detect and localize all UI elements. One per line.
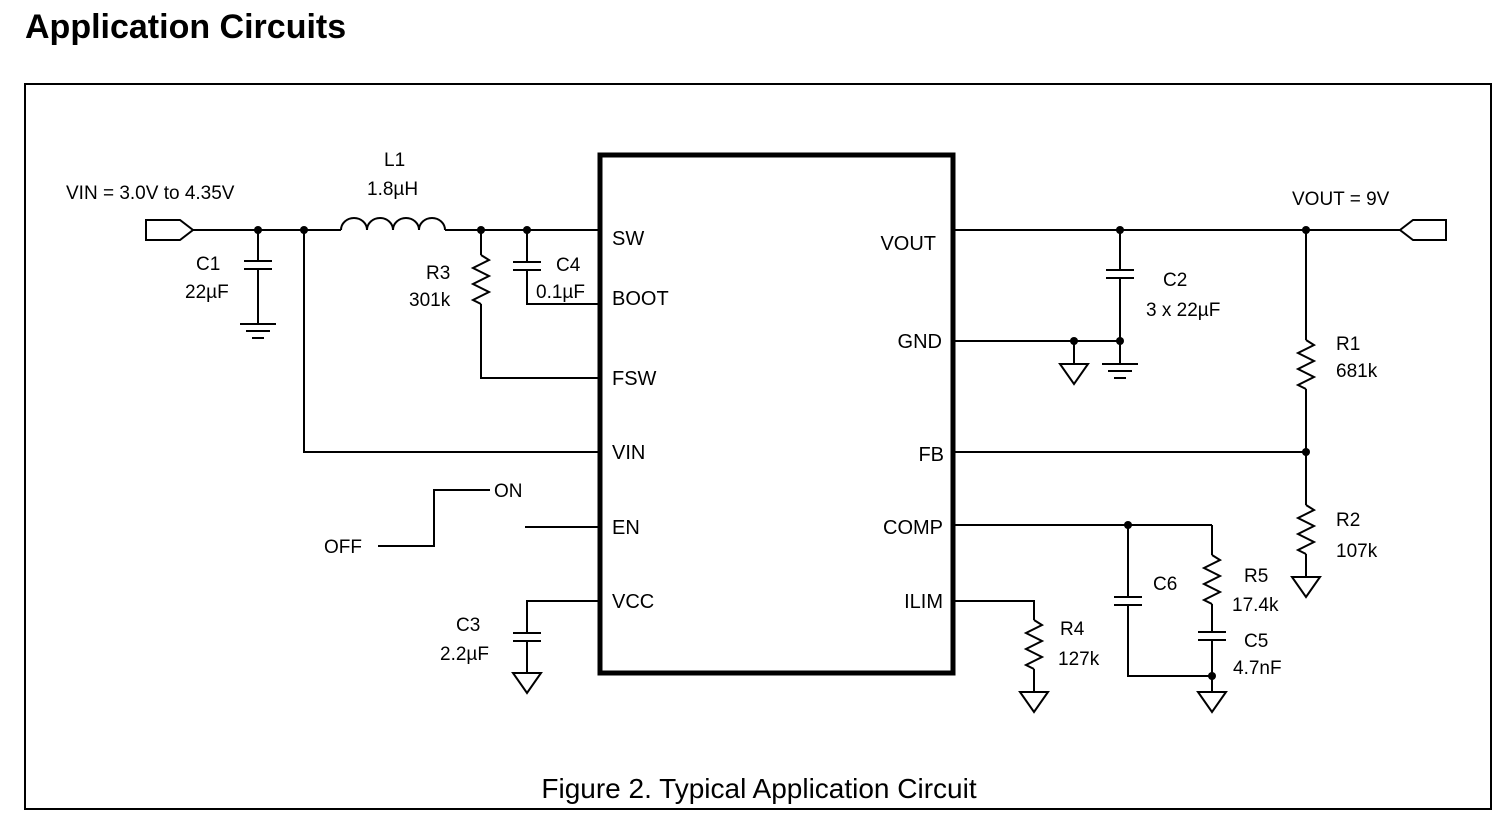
vout-label: VOUT = 9V [1292,189,1390,210]
section-heading: Application Circuits [25,8,347,46]
c6-ref: C6 [1153,574,1177,595]
r1-resistor-icon [1295,339,1317,390]
pin-gnd: GND [898,331,942,353]
c2-ref: C2 [1163,270,1187,291]
pin-vout: VOUT [880,233,936,255]
c2-ground-icon [1102,363,1138,379]
ic-body [597,152,956,676]
r5-value: 17.4k [1232,595,1279,616]
l1-inductor-icon [340,217,446,231]
vin-label: VIN = 3.0V to 4.35V [66,183,235,204]
pin-fsw: FSW [612,368,657,390]
vin-terminal-icon [145,219,195,241]
pin-sw: SW [612,228,644,250]
r2-ground-icon [1290,576,1322,599]
r3-resistor-icon [470,254,492,305]
c5-ref: C5 [1244,631,1268,652]
pin-boot: BOOT [612,288,669,310]
figure-caption: Figure 2. Typical Application Circuit [541,773,976,804]
r5-resistor-icon [1201,554,1223,605]
c2-value: 3 x 22µF [1146,300,1220,321]
pin-fb: FB [918,444,944,466]
pin-en: EN [612,517,640,539]
figure-frame [24,83,1492,810]
r1-ref: R1 [1336,334,1360,355]
pin-ilim: ILIM [904,591,943,613]
gnd-ground-icon [1058,363,1090,386]
pin-comp: COMP [883,517,943,539]
r5-ref: R5 [1244,566,1268,587]
r2-ref: R2 [1336,510,1360,531]
c3-ground-icon [511,672,543,695]
switch-off-label: OFF [324,537,362,558]
junction-dot [1116,337,1124,345]
r1-value: 681k [1336,361,1378,382]
r4-resistor-icon [1023,619,1045,670]
c1-value: 22µF [185,282,229,303]
c3-ref: C3 [456,615,480,636]
c3-value: 2.2µF [440,644,489,665]
r2-resistor-icon [1295,504,1317,555]
vout-terminal-icon [1398,219,1447,241]
r2-value: 107k [1336,541,1378,562]
comp-ground-icon [1196,691,1228,714]
r4-value: 127k [1058,649,1100,670]
pin-vcc: VCC [612,591,654,613]
c1-ground-icon [240,323,276,339]
c1-ref: C1 [196,254,220,275]
r3-ref: R3 [426,263,450,284]
r4-ground-icon [1018,691,1050,714]
wire-vin-pin [303,230,600,453]
r4-ref: R4 [1060,619,1085,640]
pin-vin: VIN [612,442,645,464]
c4-value: 0.1µF [536,282,585,303]
en-switch-icon [378,489,490,547]
c4-ref: C4 [556,255,581,276]
c5-value: 4.7nF [1233,658,1282,679]
l1-value: 1.8µH [367,179,418,200]
wire-ilim [953,600,1035,620]
l1-ref: L1 [384,150,405,171]
r3-value: 301k [409,290,451,311]
switch-on-label: ON [494,481,523,502]
junction-dot [1208,672,1216,680]
